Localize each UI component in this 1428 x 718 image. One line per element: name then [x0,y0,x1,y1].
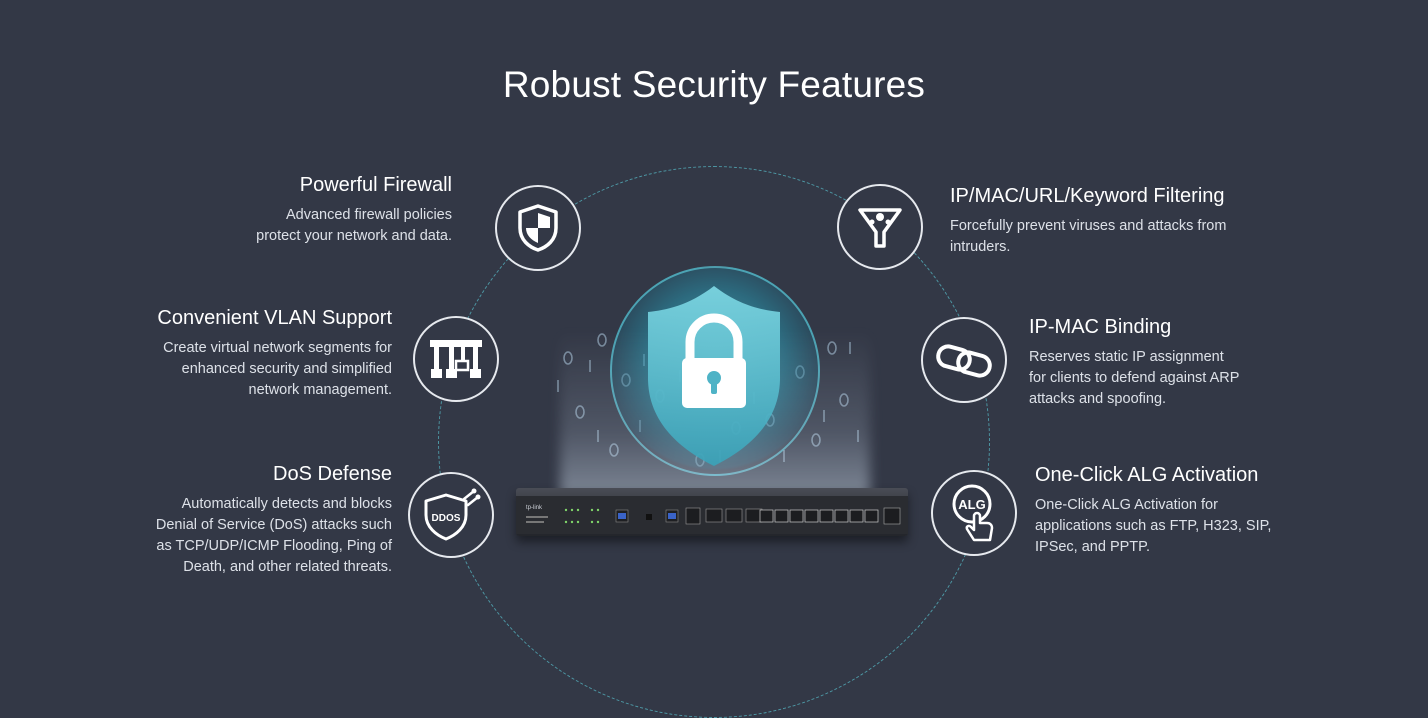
dos-icon-circle: DDOS [408,472,494,558]
ddos-shield-icon: DDOS [424,488,481,541]
desc-line: Advanced firewall policies [285,207,452,223]
feature-title-filtering: IP/MAC/URL/Keyword Filtering [950,185,1225,207]
feature-title-alg: One-Click ALG Activation [1035,464,1259,486]
desc-line: enhanced security and simplified [181,361,392,377]
vlan-icon-circle [413,316,499,402]
feature-desc-alg: One-Click ALG Activation for application… [1035,495,1271,558]
desc-line: network management. [248,382,392,398]
desc-line: Reserves static IP assignment [1029,349,1224,365]
feature-title-binding: IP-MAC Binding [1029,316,1172,338]
desc-line: IPSec, and PPTP. [1035,539,1150,555]
lock-shield-icon [648,286,780,466]
feature-desc-vlan: Create virtual network segments for enha… [163,338,392,401]
feature-desc-firewall: Advanced firewall policies protect your … [256,205,452,247]
feature-title-vlan: Convenient VLAN Support [157,307,392,329]
firewall-icon-circle [495,185,581,271]
shield-icon [518,204,558,252]
desc-line: for clients to defend against ARP [1029,370,1240,386]
desc-line: One-Click ALG Activation for [1035,497,1218,513]
feature-desc-binding: Reserves static IP assignment for client… [1029,347,1239,410]
desc-line: intruders. [950,239,1011,255]
alg-touch-icon: ALG [952,484,994,542]
desc-line: Denial of Service (DoS) attacks such [155,517,392,533]
desc-line: Forcefully prevent viruses and attacks f… [950,218,1227,234]
alg-label: ALG [958,497,985,512]
router-device: tp-link [516,488,908,536]
desc-line: Automatically detects and blocks [181,496,392,512]
ddos-label: DDOS [432,513,461,524]
feature-desc-filtering: Forcefully prevent viruses and attacks f… [950,216,1226,258]
feature-desc-dos: Automatically detects and blocks Denial … [156,494,392,578]
filter-icon-circle [837,184,923,270]
binding-icon-circle [921,317,1007,403]
desc-line: applications such as FTP, H323, SIP, [1035,518,1272,534]
chain-link-icon [936,344,992,378]
desc-line: attacks and spoofing. [1029,391,1167,407]
feature-title-dos: DoS Defense [273,463,392,485]
desc-line: protect your network and data. [256,228,452,244]
feature-title-firewall: Powerful Firewall [299,174,452,196]
desc-line: Create virtual network segments for [163,340,392,356]
page-title: Robust Security Features [502,64,926,105]
desc-line: as TCP/UDP/ICMP Flooding, Ping of [156,538,392,554]
brand-logo: tp-link [526,505,543,511]
desc-line: Death, and other related threats. [183,559,392,575]
filter-funnel-icon [858,208,902,248]
vlan-network-icon [430,340,482,378]
alg-icon-circle: ALG [931,470,1017,556]
